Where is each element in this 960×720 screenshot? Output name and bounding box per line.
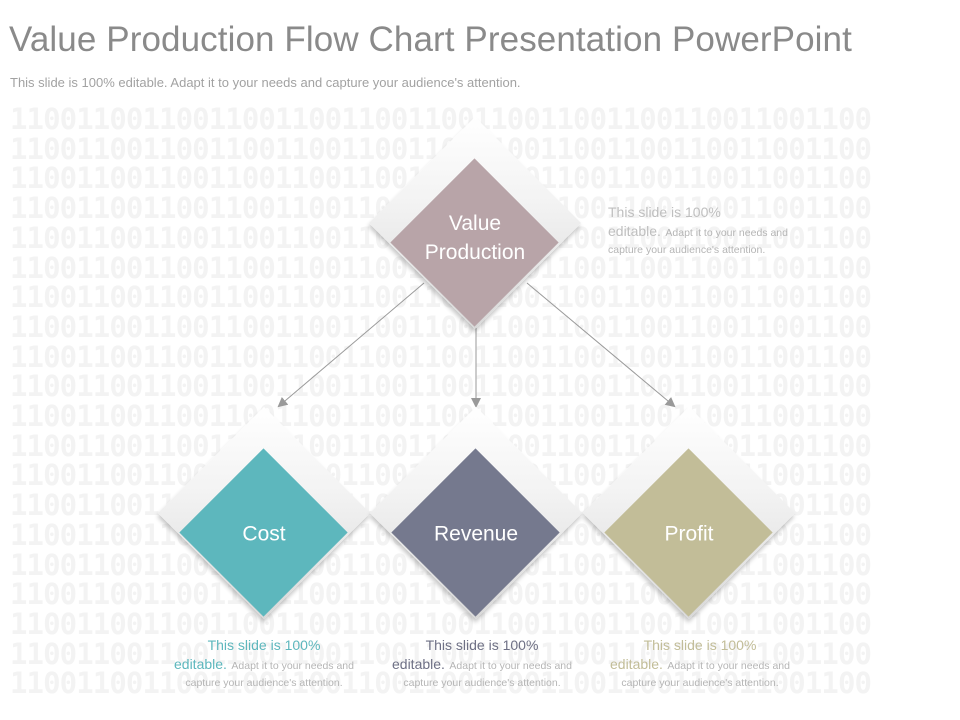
description-body: editable. Adapt it to your needs and cap…	[608, 223, 788, 256]
description-body: editable. Adapt it to your needs and cap…	[392, 656, 572, 689]
description-body: editable. Adapt it to your needs and cap…	[174, 656, 354, 689]
description-lead: This slide is 100%	[207, 637, 321, 653]
description-value-production: This slide is 100% editable. Adapt it to…	[608, 203, 798, 257]
node-label: Cost	[242, 522, 286, 546]
description-lead: This slide is 100%	[643, 637, 757, 653]
page-title: Value Production Flow Chart Presentation…	[9, 20, 852, 59]
description-body: editable. Adapt it to your needs and cap…	[610, 656, 790, 689]
description-lead: This slide is 100%	[425, 637, 539, 653]
description-revenue: This slide is 100% editable. Adapt it to…	[376, 636, 588, 690]
description-profit: This slide is 100% editable. Adapt it to…	[594, 636, 806, 690]
node-label: Revenue	[433, 522, 519, 546]
page-subtitle: This slide is 100% editable. Adapt it to…	[10, 75, 521, 90]
description-lead: This slide is 100%	[608, 204, 721, 220]
node-label: Profit	[664, 522, 714, 546]
node-label: Value Production	[424, 212, 526, 264]
description-cost: This slide is 100% editable. Adapt it to…	[158, 636, 370, 690]
